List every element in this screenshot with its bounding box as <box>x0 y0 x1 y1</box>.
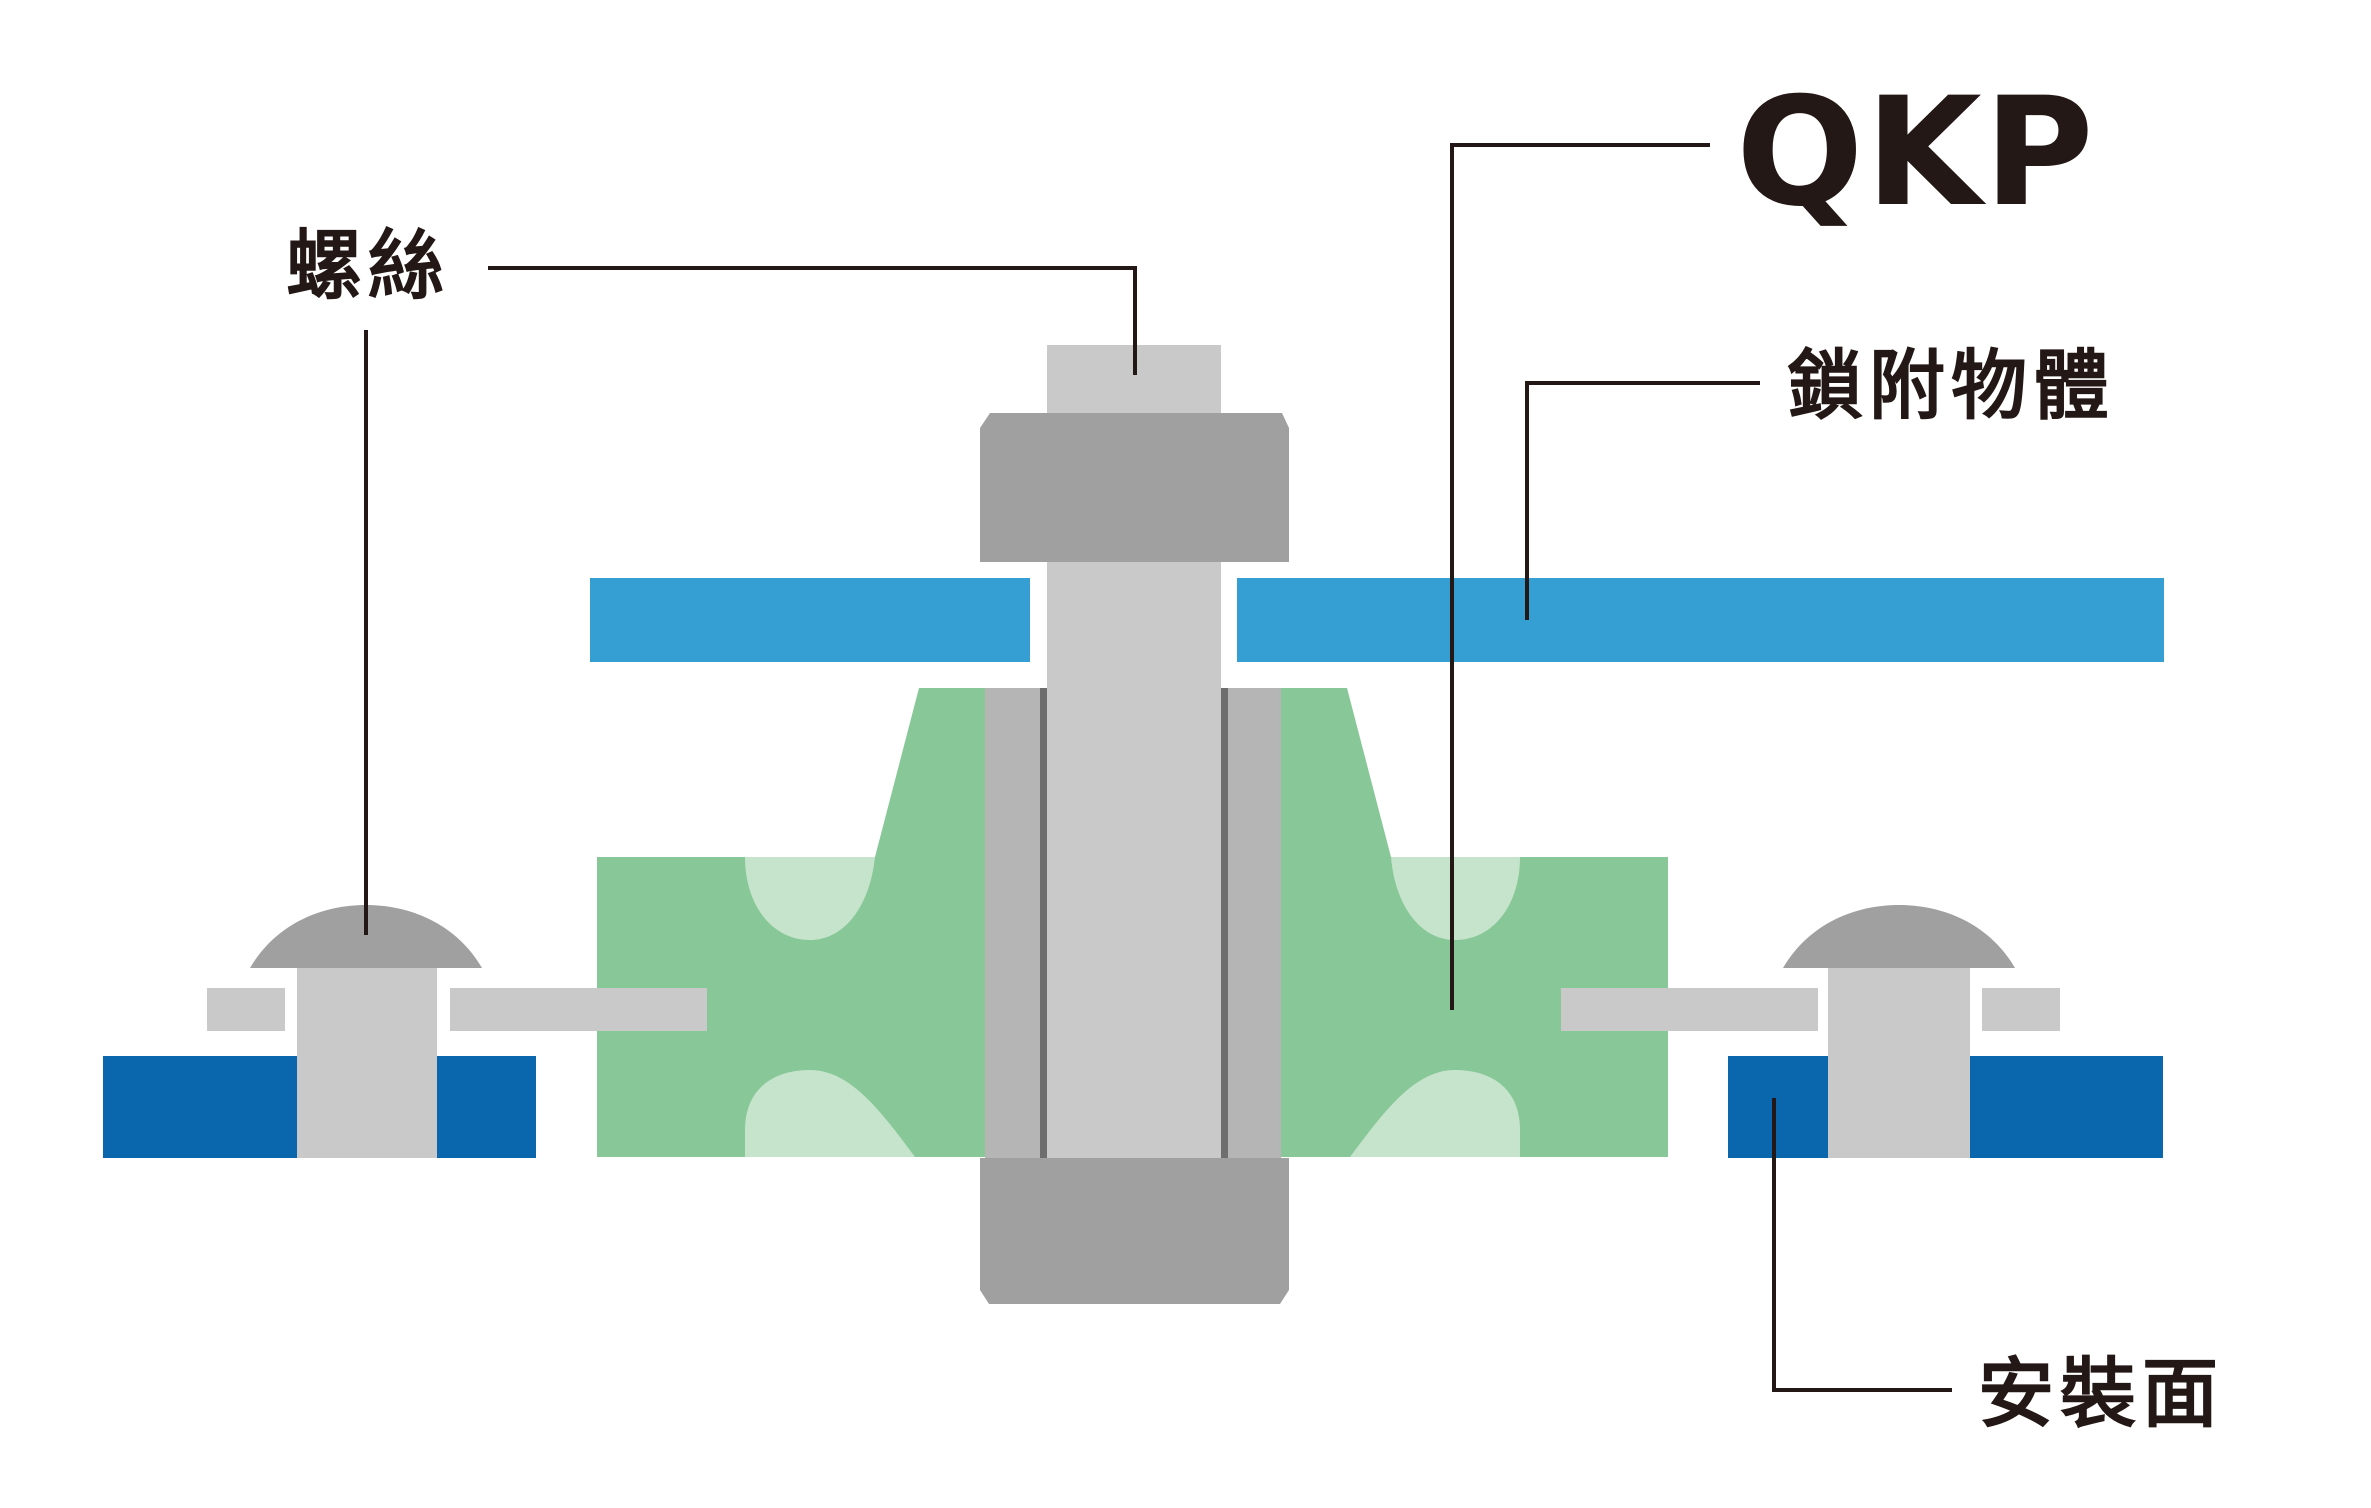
attached-object-plate-right <box>1237 578 2164 662</box>
label-attached-object: 鎖附物體 <box>1787 341 2115 430</box>
bolt-top-nut <box>980 413 1289 562</box>
leader-attached-object <box>1525 381 1760 620</box>
sleeve-right <box>1221 688 1281 1158</box>
qkp-notch-bottom-right <box>1350 1070 1520 1157</box>
left-screw-shank <box>297 968 437 1158</box>
right-screw-head <box>1783 905 2015 968</box>
leader-screw-to-bolt <box>488 266 1137 375</box>
sleeve-line-right <box>1220 688 1228 1158</box>
qkp-notch-top-left <box>745 857 875 940</box>
qkp-notch-top-right <box>1391 857 1520 940</box>
center-bolt-assembly <box>980 345 1289 1304</box>
label-mounting-surface: 安裝面 <box>1978 1349 2224 1438</box>
left-screw-head <box>250 905 482 968</box>
right-screw <box>1783 905 2060 1158</box>
right-screw-shank <box>1828 968 1970 1158</box>
attached-object-plate <box>590 578 2164 662</box>
leader-mounting-surface <box>1772 1098 1952 1392</box>
label-brand-qkp: QKP <box>1736 66 2096 240</box>
connector-bars <box>450 988 1818 1031</box>
bolt-bottom-head <box>980 1158 1289 1304</box>
sleeve-line-left <box>1040 688 1048 1158</box>
connector-bar-right <box>1561 988 1818 1031</box>
qkp-body <box>597 688 1668 1157</box>
connector-bar-left <box>450 988 707 1031</box>
qkp-notch-bottom-left <box>745 1070 915 1157</box>
left-screw <box>207 905 482 1158</box>
mounting-plate-left-b <box>437 1056 536 1158</box>
left-screw-washer-left <box>207 988 285 1031</box>
mounting-plate-right-a <box>1728 1056 1828 1158</box>
mounting-plate-left-a <box>103 1056 297 1158</box>
leader-qkp-to-body <box>1450 143 1710 1010</box>
right-screw-washer-right <box>1982 988 2060 1031</box>
label-screw: 螺絲 <box>286 221 450 310</box>
leader-lines <box>364 143 1952 1392</box>
sleeve-left <box>985 688 1047 1158</box>
mounting-plate-right-b <box>1970 1056 2163 1158</box>
attached-object-plate-left <box>590 578 1030 662</box>
mounting-surface-plates <box>103 1056 2163 1158</box>
